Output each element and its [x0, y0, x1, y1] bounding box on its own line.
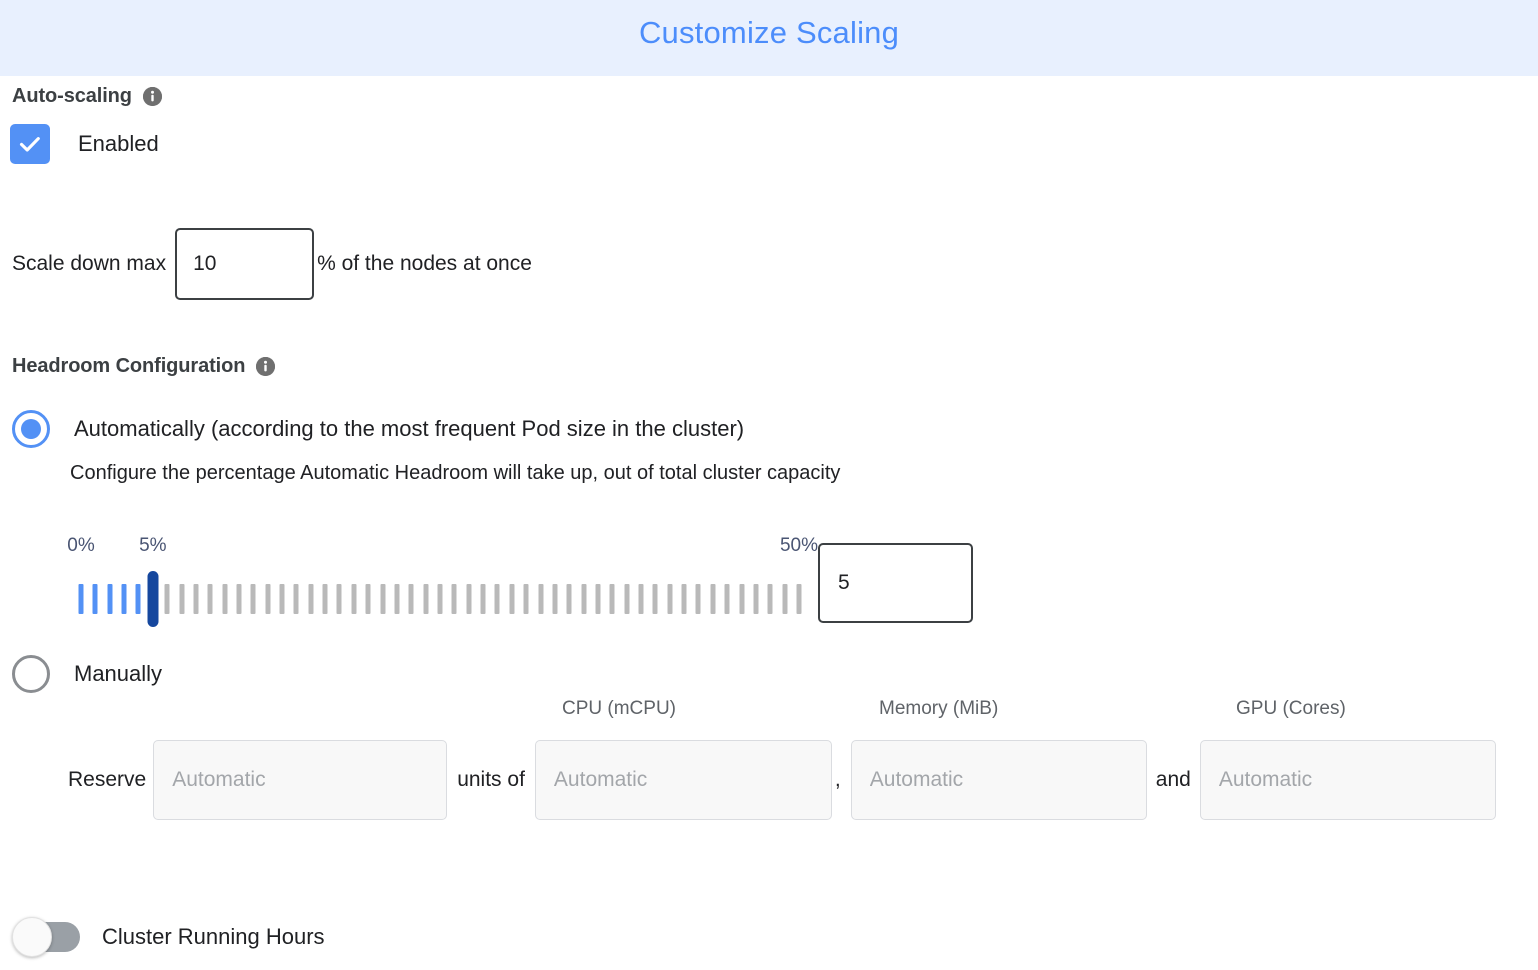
slider-track[interactable] — [78, 571, 802, 627]
slider-tick — [322, 584, 328, 614]
slider-tick — [681, 584, 687, 614]
info-icon[interactable] — [256, 357, 276, 376]
info-icon[interactable] — [142, 87, 162, 106]
slider-tick — [236, 584, 242, 614]
reserve-row: Reserve units of , and — [68, 740, 1496, 820]
slider-tick — [609, 584, 615, 614]
slider-tick — [538, 584, 544, 614]
slider-tick — [451, 584, 457, 614]
reserve-memory-input[interactable] — [850, 740, 1147, 820]
slider-tick — [581, 584, 587, 614]
reserve-column-headers: CPU (mCPU) Memory (MiB) GPU (Cores) — [0, 698, 1538, 724]
slider-tick — [92, 584, 98, 614]
cluster-running-hours-row[interactable]: Cluster Running Hours — [12, 917, 325, 957]
slider-tick — [509, 584, 515, 614]
slider-tick — [552, 584, 558, 614]
cluster-running-hours-label: Cluster Running Hours — [102, 924, 325, 949]
scale-down-max-suffix: % of the nodes at once — [317, 252, 532, 275]
slider-tick-label: 50% — [779, 535, 819, 556]
auto-scaling-enabled-row[interactable]: Enabled — [10, 124, 159, 164]
scale-down-max-label: Scale down max — [12, 252, 167, 275]
headroom-mode-automatic-label: Automatically (according to the most fre… — [74, 416, 745, 441]
slider-tick — [595, 584, 601, 614]
slider-tick — [667, 584, 673, 614]
reserve-label: Reserve — [68, 768, 147, 791]
headroom-configuration-section-header: Headroom Configuration — [12, 355, 276, 378]
reserve-comma-separator: , — [834, 768, 841, 791]
slider-tick — [135, 584, 141, 614]
slider-tick — [652, 584, 658, 614]
slider-tick — [523, 584, 529, 614]
slider-tick — [624, 584, 630, 614]
slider-tick — [351, 584, 357, 614]
slider-tick — [724, 584, 730, 614]
slider-tick — [365, 584, 371, 614]
page-title: Customize Scaling — [638, 14, 900, 50]
slider-thumb[interactable] — [147, 571, 159, 627]
slider-tick — [293, 584, 299, 614]
slider-tick — [308, 584, 314, 614]
auto-scaling-enabled-label: Enabled — [78, 131, 159, 156]
reserve-gpu-input[interactable] — [1199, 740, 1496, 820]
slider-tick — [279, 584, 285, 614]
slider-tick — [408, 584, 414, 614]
reserve-cpu-input[interactable] — [534, 740, 832, 820]
slider-tick — [437, 584, 443, 614]
toggle-knob — [12, 917, 52, 957]
headroom-mode-manual-radio[interactable] — [12, 655, 50, 693]
slider-tick — [423, 584, 429, 614]
auto-scaling-enabled-checkbox[interactable] — [10, 124, 50, 164]
dialog-header: Customize Scaling — [0, 0, 1538, 76]
slider-tick-label: 5% — [139, 535, 167, 556]
headroom-mode-automatic-row[interactable]: Automatically (according to the most fre… — [12, 410, 744, 448]
slider-tick — [336, 584, 342, 614]
headroom-percentage-slider[interactable]: 0% 5% 50% — [67, 535, 818, 630]
headroom-mode-manual-row[interactable]: Manually — [12, 655, 162, 693]
auto-scaling-section-header: Auto-scaling — [12, 85, 162, 108]
slider-tick — [566, 584, 572, 614]
slider-tick — [782, 584, 788, 614]
headroom-percentage-input[interactable] — [818, 543, 973, 623]
slider-tick — [207, 584, 213, 614]
slider-tick — [695, 584, 701, 614]
reserve-and-separator: and — [1155, 768, 1191, 791]
slider-tick — [494, 584, 500, 614]
headroom-configuration-title: Headroom Configuration — [12, 355, 246, 377]
auto-scaling-title: Auto-scaling — [12, 85, 132, 107]
reserve-units-of-separator: units of — [457, 768, 525, 791]
slider-tick — [480, 584, 486, 614]
headroom-mode-automatic-radio[interactable] — [12, 410, 50, 448]
slider-tick — [179, 584, 185, 614]
scale-down-max-input[interactable] — [175, 228, 315, 300]
slider-tick — [710, 584, 716, 614]
slider-tick — [466, 584, 472, 614]
column-header-cpu: CPU (mCPU) — [562, 698, 676, 719]
headroom-automatic-description: Configure the percentage Automatic Headr… — [70, 462, 841, 484]
slider-tick-labels: 0% 5% 50% — [67, 535, 818, 563]
slider-tick — [222, 584, 228, 614]
slider-tick — [767, 584, 773, 614]
headroom-mode-manual-label: Manually — [74, 661, 163, 686]
slider-tick — [193, 584, 199, 614]
slider-tick — [250, 584, 256, 614]
slider-tick — [796, 584, 802, 614]
slider-tick — [164, 584, 170, 614]
slider-tick — [265, 584, 271, 614]
slider-tick — [107, 584, 113, 614]
column-header-memory: Memory (MiB) — [879, 698, 999, 719]
slider-tick-label: 0% — [67, 535, 95, 556]
column-header-gpu: GPU (Cores) — [1236, 698, 1346, 719]
cluster-running-hours-toggle[interactable] — [12, 917, 80, 957]
reserve-units-input[interactable] — [153, 740, 448, 820]
slider-tick — [753, 584, 759, 614]
slider-tick — [380, 584, 386, 614]
slider-tick — [739, 584, 745, 614]
slider-tick — [394, 584, 400, 614]
slider-tick — [121, 584, 127, 614]
slider-tick — [638, 584, 644, 614]
slider-tick — [78, 584, 84, 614]
scale-down-max-row: Scale down max % of the nodes at once — [12, 228, 532, 300]
